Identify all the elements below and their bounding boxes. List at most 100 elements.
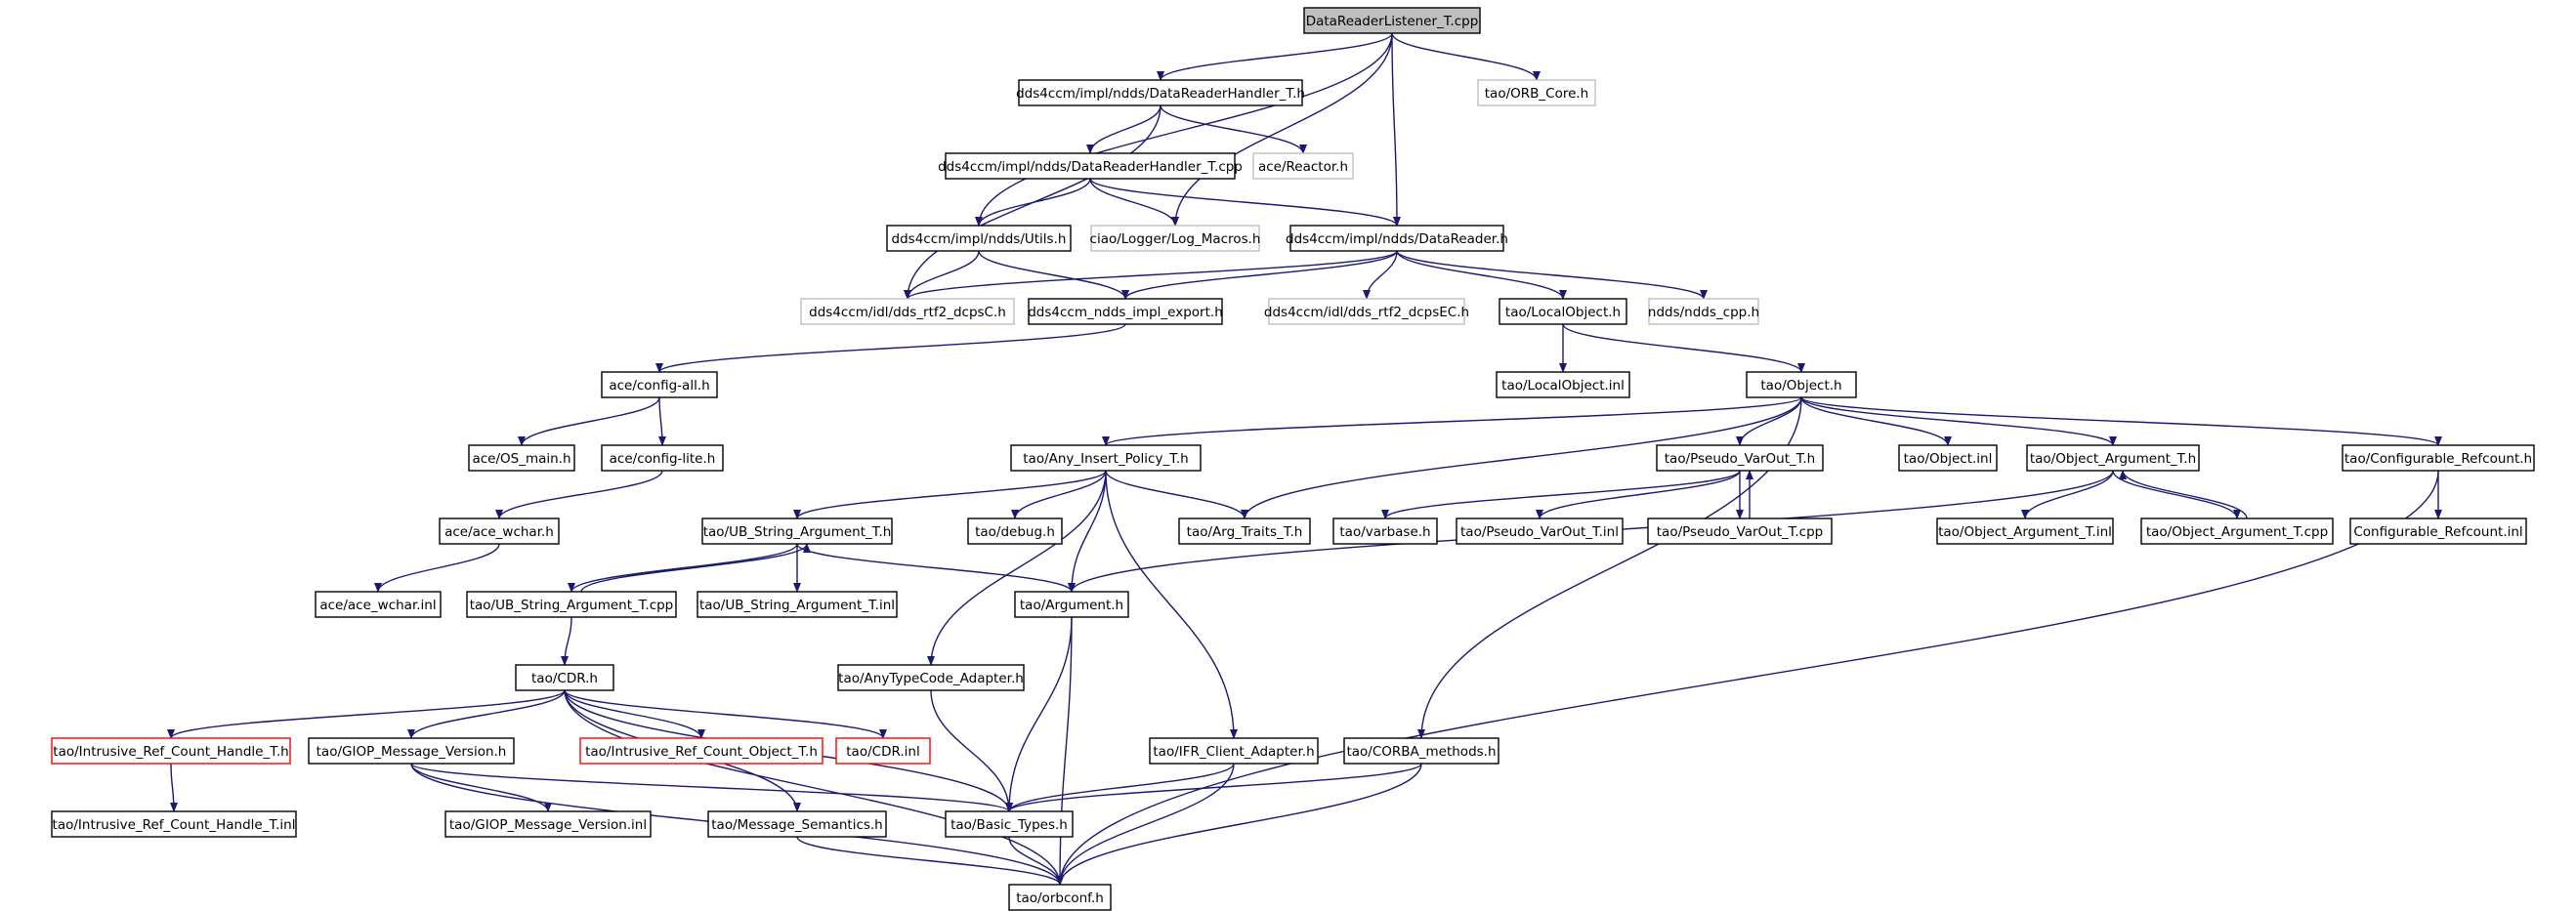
node-box — [601, 371, 718, 398]
node-tao-pseudo-varout-t-h[interactable]: tao/Pseudo_VarOut_T.h — [1656, 444, 1824, 472]
node-tao-object-h[interactable]: tao/Object.h — [1746, 371, 1857, 398]
node-box — [1008, 884, 1112, 911]
node-dds4ccm-idl-dds-rtf2-dcpsc-h[interactable]: dds4ccm/idl/dds_rtf2_dcpsC.h — [800, 298, 1015, 325]
node-tao-orbconf-h[interactable]: tao/orbconf.h — [1008, 884, 1112, 911]
node-box — [1149, 737, 1319, 765]
node-tao-basic-types-h[interactable]: tao/Basic_Types.h — [945, 810, 1074, 838]
node-label: ace/config-lite.h — [610, 451, 716, 467]
node-label: tao/Any_Insert_Policy_T.h — [1023, 451, 1188, 467]
nodes-layer: DataReaderListener_T.cpp dds4ccm/impl/ndd… — [51, 7, 2535, 911]
node-ciao-logger-log-macros-h[interactable]: ciao/Logger/Log_Macros.h — [1090, 225, 1261, 252]
node-tao-varbase-h[interactable]: tao/varbase.h — [1332, 518, 1438, 545]
node-tao-intrusive-ref-count-object-t-h[interactable]: tao/Intrusive_Ref_Count_Object_T.h — [579, 737, 823, 765]
node-box — [945, 810, 1074, 838]
node-configurable-refcount-inl[interactable]: Configurable_Refcount.inl — [2349, 518, 2527, 545]
node-label: DataReaderListener_T.cpp — [1306, 14, 1479, 29]
node-tao-intrusive-ref-count-handle-t-h[interactable]: tao/Intrusive_Ref_Count_Handle_T.h — [51, 737, 291, 765]
node-tao-object-inl[interactable]: tao/Object.inl — [1898, 444, 1998, 472]
node-box — [1343, 737, 1499, 765]
node-label: tao/ORB_Core.h — [1485, 86, 1588, 102]
node-tao-pseudo-varout-t-cpp[interactable]: tao/Pseudo_VarOut_T.cpp — [1647, 518, 1833, 545]
node-label: tao/Pseudo_VarOut_T.cpp — [1657, 524, 1823, 540]
include-edge — [1157, 32, 1393, 81]
node-label: dds4ccm/idl/dds_rtf2_dcpsC.h — [809, 305, 1006, 320]
node-box — [1028, 298, 1223, 325]
node-tao-localobject-inl[interactable]: tao/LocalObject.inl — [1496, 371, 1630, 398]
node-tao-argument-h[interactable]: tao/Argument.h — [1014, 591, 1129, 618]
node-ace-os-main-h[interactable]: ace/OS_main.h — [468, 444, 575, 472]
node-tao-ub-string-argument-t-inl[interactable]: tao/UB_String_Argument_T.inl — [697, 591, 898, 618]
node-dds4ccm-impl-ndds-datareaderhandler-t-h[interactable]: dds4ccm/impl/ndds/DataReaderHandler_T.h — [1016, 79, 1305, 106]
include-edge — [410, 763, 552, 812]
include-edge — [374, 543, 500, 593]
node-tao-pseudo-varout-t-inl[interactable]: tao/Pseudo_VarOut_T.inl — [1456, 518, 1624, 545]
node-tao-orb-core-h[interactable]: tao/ORB_Core.h — [1477, 79, 1596, 106]
node-dds4ccm-impl-ndds-datareaderhandler-t-cpp[interactable]: dds4ccm/impl/ndds/DataReaderHandler_T.cp… — [938, 152, 1243, 180]
node-label: ciao/Logger/Log_Macros.h — [1090, 231, 1261, 247]
include-edge — [1089, 178, 1179, 227]
node-label: tao/LocalObject.h — [1505, 305, 1621, 320]
node-label: tao/LocalObject.inl — [1501, 378, 1625, 393]
node-tao-intrusive-ref-count-handle-t-inl[interactable]: tao/Intrusive_Ref_Count_Handle_T.inl — [51, 810, 297, 838]
node-box — [1647, 518, 1833, 545]
include-edge — [1160, 104, 1307, 154]
node-tao-debug-h[interactable]: tao/debug.h — [967, 518, 1063, 545]
node-tao-giop-message-version-h[interactable]: tao/GIOP_Message_Version.h — [308, 737, 515, 765]
node-ace-reactor-h[interactable]: ace/Reactor.h — [1252, 152, 1354, 180]
include-edge — [564, 689, 1064, 886]
node-tao-ub-string-argument-t-h[interactable]: tao/UB_String_Argument_T.h — [701, 518, 893, 545]
node-tao-object-argument-t-inl[interactable]: tao/Object_Argument_T.inl — [1936, 518, 2114, 545]
node-box — [1303, 7, 1481, 34]
node-ace-config-all-h[interactable]: ace/config-all.h — [601, 371, 718, 398]
node-tao-object-argument-t-h[interactable]: tao/Object_Argument_T.h — [2026, 444, 2200, 472]
include-edge — [1086, 104, 1161, 154]
node-box — [697, 591, 898, 618]
node-tao-message-semantics-h[interactable]: tao/Message_Semantics.h — [707, 810, 887, 838]
include-edge — [568, 543, 798, 593]
node-label: ace/Reactor.h — [1258, 159, 1348, 175]
node-tao-arg-traits-t-h[interactable]: tao/Arg_Traits_T.h — [1178, 518, 1311, 545]
node-dds4ccm-impl-ndds-datareader-h[interactable]: dds4ccm/impl/ndds/DataReader.h — [1286, 225, 1508, 252]
node-label: tao/Pseudo_VarOut_T.inl — [1460, 524, 1619, 540]
node-tao-cdr-inl[interactable]: tao/CDR.inl — [835, 737, 931, 765]
node-tao-configurable-refcount-h[interactable]: tao/Configurable_Refcount.h — [2342, 444, 2535, 472]
node-tao-corba-methods-h[interactable]: tao/CORBA_methods.h — [1343, 737, 1499, 765]
node-label: tao/UB_String_Argument_T.inl — [699, 598, 895, 613]
node-datareaderlistener-t-cpp[interactable]: DataReaderListener_T.cpp — [1303, 7, 1481, 34]
node-ace-ace-wchar-h[interactable]: ace/ace_wchar.h — [439, 518, 560, 545]
node-tao-any-insert-policy-t-h[interactable]: tao/Any_Insert_Policy_T.h — [1010, 444, 1202, 472]
node-ace-config-lite-h[interactable]: ace/config-lite.h — [601, 444, 724, 472]
include-edge — [1381, 470, 1741, 519]
include-edge — [1056, 763, 1422, 886]
node-label: tao/Configurable_Refcount.h — [2344, 451, 2532, 467]
node-tao-ifr-client-adapter-h[interactable]: tao/IFR_Client_Adapter.h — [1149, 737, 1319, 765]
node-ace-ace-wchar-inl[interactable]: ace/ace_wchar.inl — [315, 591, 442, 618]
node-box — [1018, 79, 1303, 106]
node-tao-anytypecode-adapter-h[interactable]: tao/AnyTypeCode_Adapter.h — [837, 664, 1025, 691]
node-tao-ub-string-argument-t-cpp[interactable]: tao/UB_String_Argument_T.cpp — [466, 591, 677, 618]
node-ndds-ndds-cpp-h[interactable]: ndds/ndds_cpp.h — [1648, 298, 1759, 325]
node-box — [315, 591, 442, 618]
node-tao-localobject-h[interactable]: tao/LocalObject.h — [1499, 298, 1627, 325]
node-tao-object-argument-t-cpp[interactable]: tao/Object_Argument_T.cpp — [2140, 518, 2334, 545]
include-edge — [796, 543, 1076, 593]
node-tao-cdr-h[interactable]: tao/CDR.h — [515, 664, 614, 691]
node-label: dds4ccm/idl/dds_rtf2_dcpsEC.h — [1264, 305, 1469, 320]
node-dds4ccm-ndds-impl-export-h[interactable]: dds4ccm_ndds_impl_export.h — [1028, 298, 1223, 325]
node-box — [1268, 298, 1465, 325]
node-label: tao/Object.h — [1760, 378, 1841, 393]
include-edge — [927, 470, 1107, 666]
node-tao-giop-message-version-inl[interactable]: tao/GIOP_Message_Version.inl — [444, 810, 652, 838]
include-edge — [1363, 250, 1398, 300]
node-label: dds4ccm/impl/ndds/DataReaderHandler_T.cp… — [938, 159, 1243, 175]
include-edge — [580, 543, 811, 593]
node-box — [2140, 518, 2334, 545]
node-label: tao/Pseudo_VarOut_T.h — [1665, 451, 1815, 467]
node-dds4ccm-idl-dds-rtf2-dcpsec-h[interactable]: dds4ccm/idl/dds_rtf2_dcpsEC.h — [1264, 298, 1469, 325]
node-dds4ccm-impl-ndds-utils-h[interactable]: dds4ccm/impl/ndds/Utils.h — [886, 225, 1072, 252]
node-box — [51, 810, 297, 838]
node-label: tao/varbase.h — [1339, 524, 1430, 540]
include-edge — [1396, 250, 1708, 300]
include-edge — [1005, 616, 1073, 812]
node-box — [945, 152, 1236, 180]
